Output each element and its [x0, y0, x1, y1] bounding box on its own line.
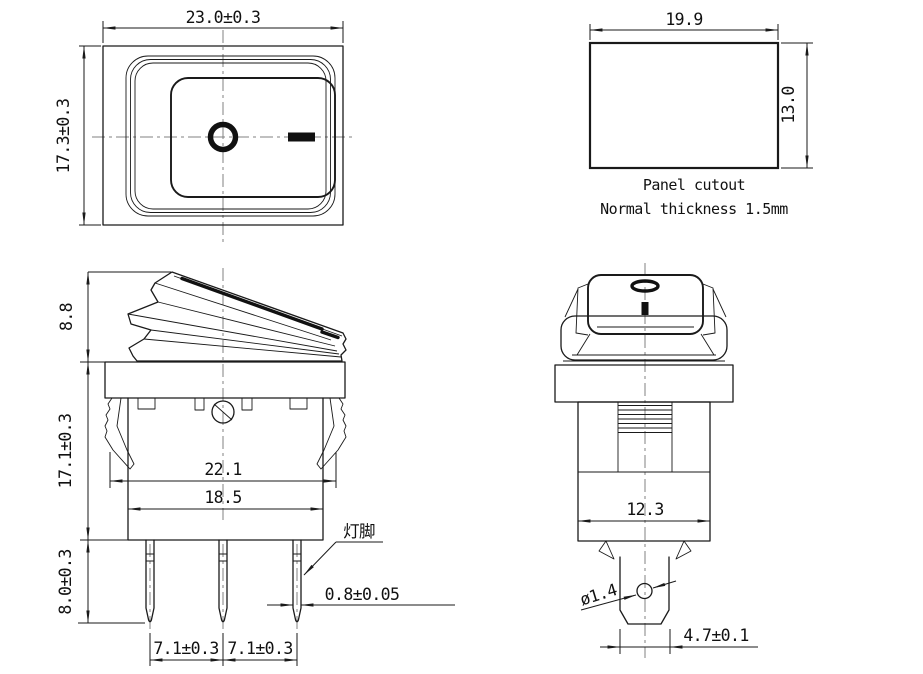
- panel-cutout-rect: [588, 41, 780, 170]
- end-left-ear: [575, 283, 589, 336]
- panel-caption-line2: Normal thickness 1.5mm: [600, 200, 788, 218]
- lamp-pin-leader-line: [303, 541, 337, 576]
- dim-front-width: 23.0±0.3: [186, 8, 261, 27]
- front-bezel-line-3: [134, 62, 327, 210]
- end-collar-details: [564, 288, 727, 356]
- dim-front-height: 17.3±0.3: [54, 99, 73, 174]
- dim-end-body-width: 12.3: [626, 500, 663, 519]
- left-mounting-clip: [104, 397, 135, 470]
- dim-body-height: 17.1±0.3: [56, 414, 75, 489]
- end-body: [577, 401, 711, 542]
- lamp-pin-label: 灯脚: [343, 522, 375, 541]
- pin-left: [145, 539, 155, 623]
- pin-right: [292, 539, 302, 623]
- rocker-height-extension-lines: [80, 271, 171, 363]
- side-rocker-stripe: [180, 276, 324, 331]
- pin-right-kinks: [293, 553, 301, 562]
- end-right-ear: [702, 283, 716, 336]
- terminal-hole: [636, 582, 653, 600]
- dim-clip-width: 22.1: [204, 460, 241, 479]
- end-flange: [554, 364, 734, 403]
- front-rocker: [170, 77, 336, 198]
- terminal-width-extension-lines: [619, 629, 671, 654]
- panel-cutout-view: 19.9 13.0 Panel cutout Normal thickness …: [588, 10, 813, 218]
- end-terminal-pin: [619, 556, 670, 625]
- end-lamp-oval: [630, 279, 660, 293]
- panel-caption-line1: Panel cutout: [643, 176, 745, 194]
- end-on-symbol-dash: [641, 302, 649, 315]
- hole-leader-left: [580, 594, 637, 611]
- front-height-extension-lines: [79, 45, 101, 226]
- panel-width-extension-lines: [589, 24, 779, 40]
- pin-centerlines: [149, 544, 298, 630]
- side-rocker-bellows-lines: [127, 282, 342, 358]
- pin-middle-kinks: [219, 553, 227, 562]
- on-symbol-dash: [288, 132, 315, 142]
- end-body-ribs: [618, 405, 672, 433]
- side-tabs: [137, 398, 308, 411]
- pin-middle: [218, 539, 228, 623]
- side-rocker-outline: [127, 271, 347, 362]
- front-width-extension-lines: [102, 21, 344, 43]
- dim-pin-length: 8.0±0.3: [56, 549, 75, 614]
- left-barb: [598, 540, 615, 560]
- dim-pin-pitch-left: 7.1±0.3: [153, 639, 218, 658]
- end-rocker-cap: [587, 274, 704, 335]
- end-body-divider: [578, 402, 710, 473]
- pin-left-kinks: [146, 553, 154, 562]
- dim-panel-height: 13.0: [779, 86, 798, 123]
- dim-panel-width: 19.9: [665, 10, 702, 29]
- right-mounting-clip: [316, 397, 347, 470]
- end-view: ø1.4 12.3 4.7±0.1: [554, 263, 758, 658]
- dim-pin-thickness: 0.8±0.05: [325, 585, 400, 604]
- hole-leader-right: [652, 580, 677, 589]
- front-bezel-line-2: [130, 59, 331, 213]
- lamp-window-ring: [207, 121, 239, 153]
- dim-rocker-height: 8.8: [57, 303, 76, 331]
- end-collar: [560, 315, 728, 361]
- side-body: [127, 397, 324, 541]
- screw-slot: [213, 403, 233, 421]
- dim-terminal-width: 4.7±0.1: [683, 626, 748, 645]
- side-view: 8.8 17.1±0.3 8.0±0.3 22.1 18.5 7.1±0.3 7…: [56, 268, 455, 666]
- dim-body-width: 18.5: [204, 488, 241, 507]
- dim-pin-pitch-right: 7.1±0.3: [227, 639, 292, 658]
- right-barb: [675, 540, 692, 560]
- side-rocker-stripe-2: [320, 330, 340, 340]
- side-bezel: [104, 361, 346, 399]
- front-outer-housing: [102, 45, 344, 226]
- front-view: 23.0±0.3 17.3±0.3: [54, 8, 356, 246]
- screw-head: [211, 400, 235, 424]
